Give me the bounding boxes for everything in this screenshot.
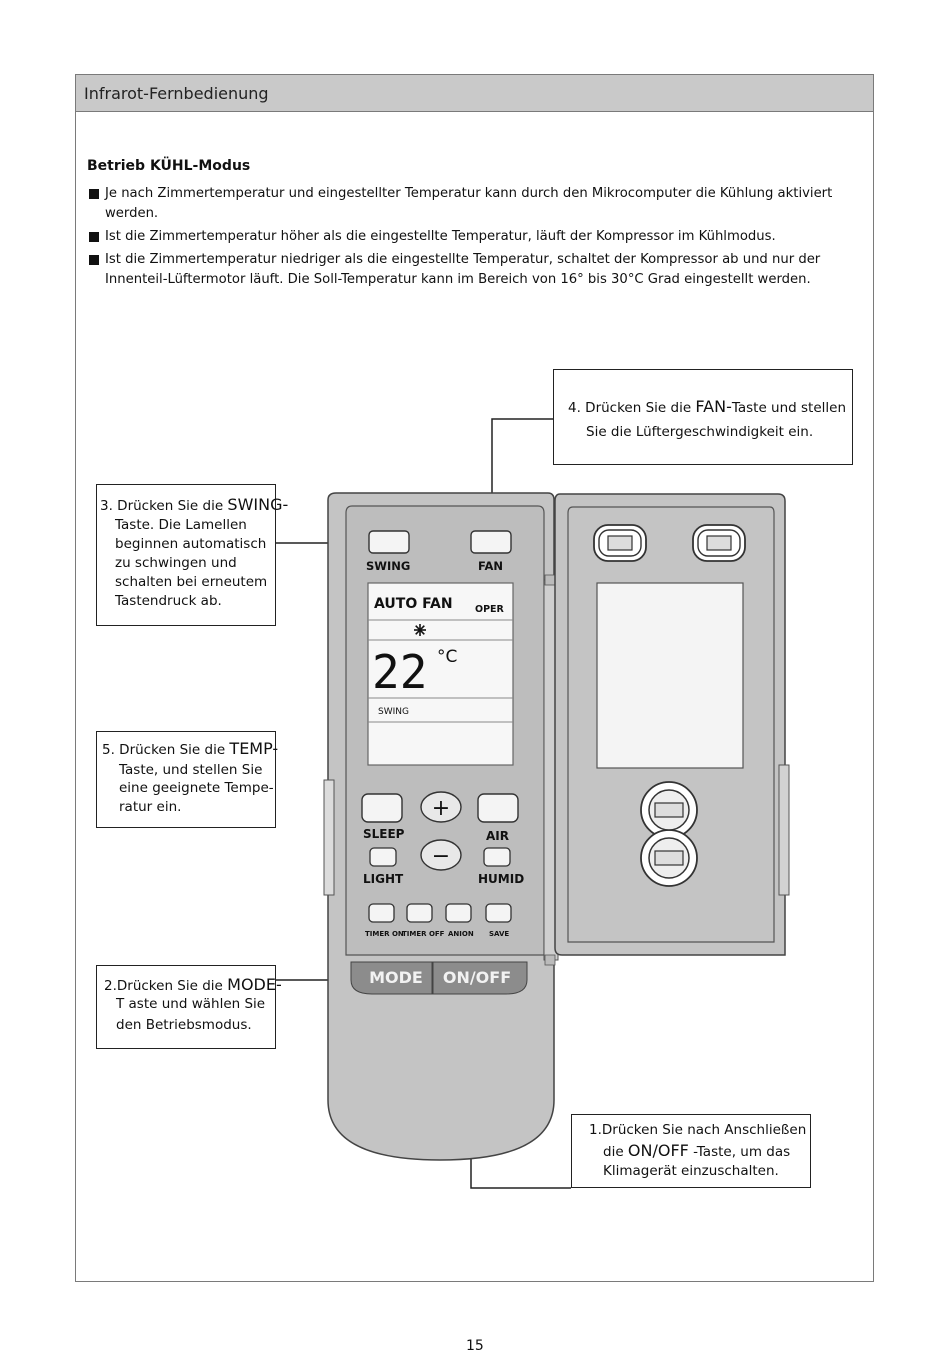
bullet-item: Je nach Zimmertemperatur und eingestellt… — [88, 184, 873, 224]
battery-compartment-icon — [640, 781, 698, 887]
plus-icon: + — [432, 796, 450, 821]
lcd-mode-text: AUTO FAN — [374, 596, 453, 612]
humid-button-label: HUMID — [478, 872, 524, 886]
save-label: SAVE — [489, 930, 509, 938]
anion-label: ANION — [448, 930, 474, 938]
minus-icon: − — [432, 844, 450, 869]
snowflake-icon — [414, 624, 426, 636]
lcd-swing-indicator: SWING — [378, 707, 409, 717]
square-bullet-icon — [89, 232, 99, 242]
temp-up-button[interactable] — [420, 791, 462, 823]
header-bar: Infrarot-Fernbedienung — [76, 75, 873, 112]
timer-on-button[interactable] — [368, 903, 395, 923]
sleep-button[interactable] — [361, 793, 403, 823]
air-button-label: AIR — [486, 829, 509, 843]
square-bullet-icon — [89, 189, 99, 199]
save-button[interactable] — [485, 903, 512, 923]
slot-icon — [692, 524, 746, 562]
air-button[interactable] — [477, 793, 519, 823]
anion-button[interactable] — [445, 903, 472, 923]
swing-button-label: SWING — [366, 559, 410, 573]
lcd-oper-text: OPER — [475, 604, 505, 615]
mode-button-label: MODE — [369, 968, 423, 987]
swing-button[interactable] — [368, 530, 410, 554]
callout-fan: 4. Drücken Sie die FAN-Taste und stellen… — [553, 369, 853, 465]
lcd-display: AUTO FAN OPER 22 °C SWING — [367, 582, 514, 766]
page-frame: Infrarot-Fernbedienung — [75, 74, 874, 1282]
bullet-list: Je nach Zimmertemperatur und eingestellt… — [88, 184, 873, 293]
bullet-item: Ist die Zimmertemperatur höher als die e… — [88, 227, 873, 247]
onoff-button[interactable] — [432, 961, 528, 995]
lcd-temperature: 22 — [372, 645, 427, 699]
humid-button[interactable] — [483, 847, 511, 867]
light-button-label: LIGHT — [363, 872, 404, 886]
callout-temp: 5. Drücken Sie die TEMP- Taste, und stel… — [96, 731, 278, 828]
callout-swing: 3. Drücken Sie die SWING- Taste. Die Lam… — [96, 484, 288, 626]
timer-off-label: TIMER OFF — [402, 930, 445, 938]
back-label-area — [596, 582, 744, 769]
header-title: Infrarot-Fernbedienung — [84, 84, 269, 103]
bullet-item: Ist die Zimmertemperatur niedriger als d… — [88, 250, 873, 290]
temp-down-button[interactable] — [420, 839, 462, 871]
callout-mode: 2.Drücken Sie die MODE- T aste und wähle… — [96, 965, 282, 1049]
timer-on-label: TIMER ON — [365, 930, 404, 938]
fan-button-label: FAN — [478, 559, 503, 573]
onoff-button-label: ON/OFF — [443, 968, 511, 987]
section-title: Betrieb KÜHL-Modus — [87, 158, 251, 174]
remote-back-cover — [554, 493, 790, 956]
light-button[interactable] — [369, 847, 397, 867]
mode-button[interactable] — [350, 961, 433, 995]
page-number: 15 — [466, 1338, 484, 1354]
fan-button[interactable] — [470, 530, 512, 554]
square-bullet-icon — [89, 255, 99, 265]
slot-icon — [593, 524, 647, 562]
sleep-button-label: SLEEP — [363, 827, 405, 841]
callout-onoff: 1.Drücken Sie nach Anschließen die ON/OF… — [571, 1114, 811, 1188]
timer-off-button[interactable] — [406, 903, 433, 923]
lcd-unit: °C — [437, 647, 457, 667]
